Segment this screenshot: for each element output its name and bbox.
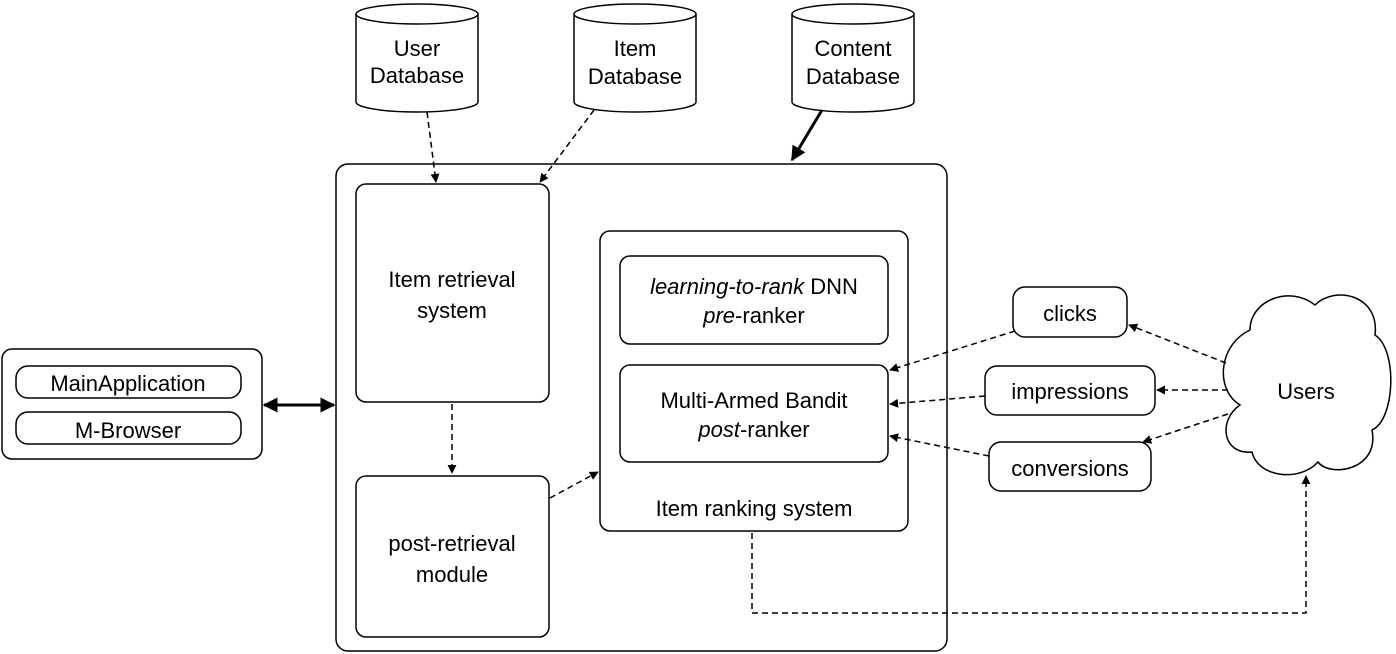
post-ranker-label-2: post-ranker bbox=[697, 417, 809, 442]
main-application-box bbox=[15, 365, 242, 399]
impressions-box: impressions bbox=[984, 365, 1156, 416]
impressions-label: impressions bbox=[1011, 379, 1128, 404]
item-database: Item Database bbox=[573, 3, 697, 113]
post-ranker: Multi-Armed Bandit post-ranker bbox=[619, 364, 889, 463]
post-ranker-label-1: Multi-Armed Bandit bbox=[660, 388, 847, 413]
post-ranker-ranker: -ranker bbox=[740, 417, 810, 442]
client-apps: MainApplication M-Browser bbox=[1, 348, 263, 460]
user-database: User Database bbox=[355, 3, 479, 113]
item-ranking-system: Item ranking system learning-to-rank DNN… bbox=[599, 230, 909, 532]
connectors bbox=[262, 109, 1311, 614]
arrow-conversions-to-post-ranker bbox=[889, 433, 990, 457]
post-retrieval-label-2: module bbox=[416, 562, 488, 587]
arrow-users-to-conversions bbox=[1142, 413, 1229, 444]
item-ranking-title: Item ranking system bbox=[656, 496, 853, 521]
item-retrieval-label-1: Item retrieval bbox=[388, 267, 515, 292]
post-ranker-post: post bbox=[697, 417, 740, 442]
arrow-item-db-to-retrieval bbox=[539, 109, 595, 183]
pre-ranker: learning-to-rank DNN pre-ranker bbox=[619, 255, 889, 345]
arrow-user-db-to-retrieval bbox=[426, 111, 440, 183]
content-database: Content Database bbox=[791, 3, 915, 113]
post-retrieval-label-1: post-retrieval bbox=[388, 531, 515, 556]
item-database-label-2: Database bbox=[588, 64, 682, 89]
item-retrieval-system: Item retrieval system bbox=[355, 183, 550, 403]
pre-ranker-label-1: learning-to-rank DNN bbox=[650, 274, 858, 299]
pre-ranker-dnn: DNN bbox=[804, 274, 858, 299]
clicks-box: clicks bbox=[1012, 286, 1128, 338]
clicks-label: clicks bbox=[1043, 301, 1097, 326]
pre-ranker-label-2: pre-ranker bbox=[702, 303, 804, 328]
post-retrieval-module: post-retrieval module bbox=[355, 475, 550, 638]
pre-ranker-italic: learning-to-rank bbox=[650, 274, 805, 299]
users-cloud: Users bbox=[1222, 294, 1392, 476]
conversions-box: conversions bbox=[988, 441, 1152, 492]
pre-ranker-pre: pre bbox=[702, 303, 735, 328]
users-label: Users bbox=[1277, 379, 1334, 404]
arrow-post-retrieval-to-ranking bbox=[549, 471, 599, 499]
content-database-label-2: Database bbox=[806, 64, 900, 89]
item-database-label-1: Item bbox=[614, 36, 657, 61]
m-browser-label: M-Browser bbox=[75, 418, 181, 443]
pre-ranker-ranker: -ranker bbox=[735, 303, 805, 328]
main-application-label: MainApplication bbox=[50, 371, 205, 396]
content-database-label-1: Content bbox=[814, 36, 891, 61]
conversions-label: conversions bbox=[1011, 456, 1128, 481]
arrow-clicks-to-post-ranker bbox=[889, 330, 1016, 372]
user-database-label-1: User bbox=[394, 36, 440, 61]
arrow-ranking-to-users bbox=[751, 475, 1311, 614]
m-browser-box bbox=[15, 411, 242, 445]
system-container bbox=[335, 163, 948, 652]
arrow-users-to-clicks bbox=[1128, 323, 1227, 364]
arrow-content-db-to-system bbox=[790, 109, 824, 162]
item-retrieval-label-2: system bbox=[417, 298, 487, 323]
user-database-label-2: Database bbox=[370, 63, 464, 88]
arrow-impressions-to-post-ranker bbox=[889, 395, 986, 408]
